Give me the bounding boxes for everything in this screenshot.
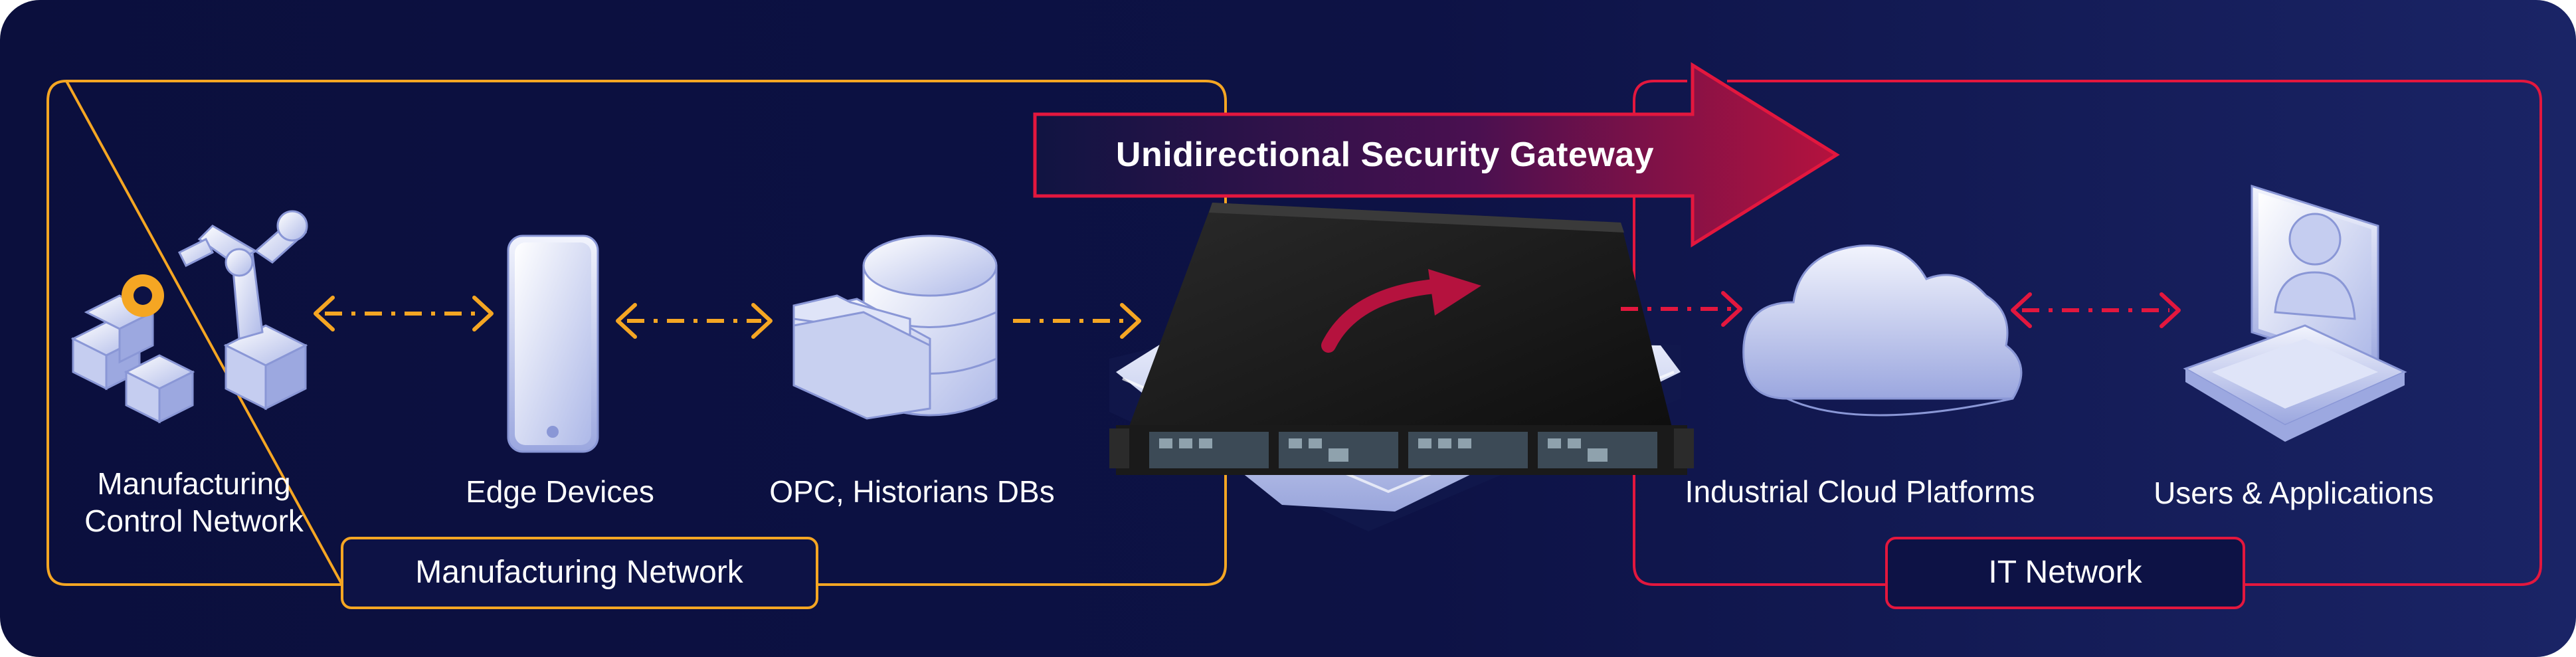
node-label-opc-historians: OPC, Historians DBs	[769, 474, 1055, 509]
it-zone-tag	[1885, 537, 2245, 609]
robot-arm-icon	[70, 210, 308, 424]
flow-arrowhead-end	[1721, 291, 1742, 327]
flow-arrowhead-end	[2160, 292, 2181, 328]
flow-arrowhead-start	[314, 296, 335, 331]
mobile-device-icon	[507, 235, 599, 453]
flow-arrowhead-end	[472, 296, 494, 331]
node-label-industrial-cloud: Industrial Cloud Platforms	[1685, 474, 2035, 509]
flow-arrowhead-end	[751, 303, 773, 339]
flow-connectors	[314, 291, 2181, 339]
cloud-icon	[1742, 244, 2023, 417]
unidirectional-arrow	[1033, 62, 1840, 248]
flow-arrowhead-start	[616, 303, 637, 339]
manufacturing-zone-tag	[341, 537, 818, 609]
node-label-line-2: Control Network	[84, 504, 304, 538]
laptop-user-icon	[2183, 184, 2407, 442]
flow-arrowhead-start	[2011, 292, 2032, 328]
it-zone-label: IT Network	[1988, 555, 2142, 590]
node-label-manufacturing-control-network: Manufacturing Control Network	[84, 465, 304, 539]
gateway-title: Unidirectional Security Gateway	[1115, 136, 1655, 174]
node-label-line-1: Manufacturing	[97, 466, 291, 501]
node-label-users-applications: Users & Applications	[2154, 476, 2434, 510]
node-label-edge-devices: Edge Devices	[466, 474, 654, 509]
flow-arrowhead-end	[1120, 303, 1141, 339]
gateway-appliance	[1109, 203, 1694, 475]
manufacturing-zone-label: Manufacturing Network	[415, 555, 743, 590]
database-folder-icon	[792, 235, 998, 420]
